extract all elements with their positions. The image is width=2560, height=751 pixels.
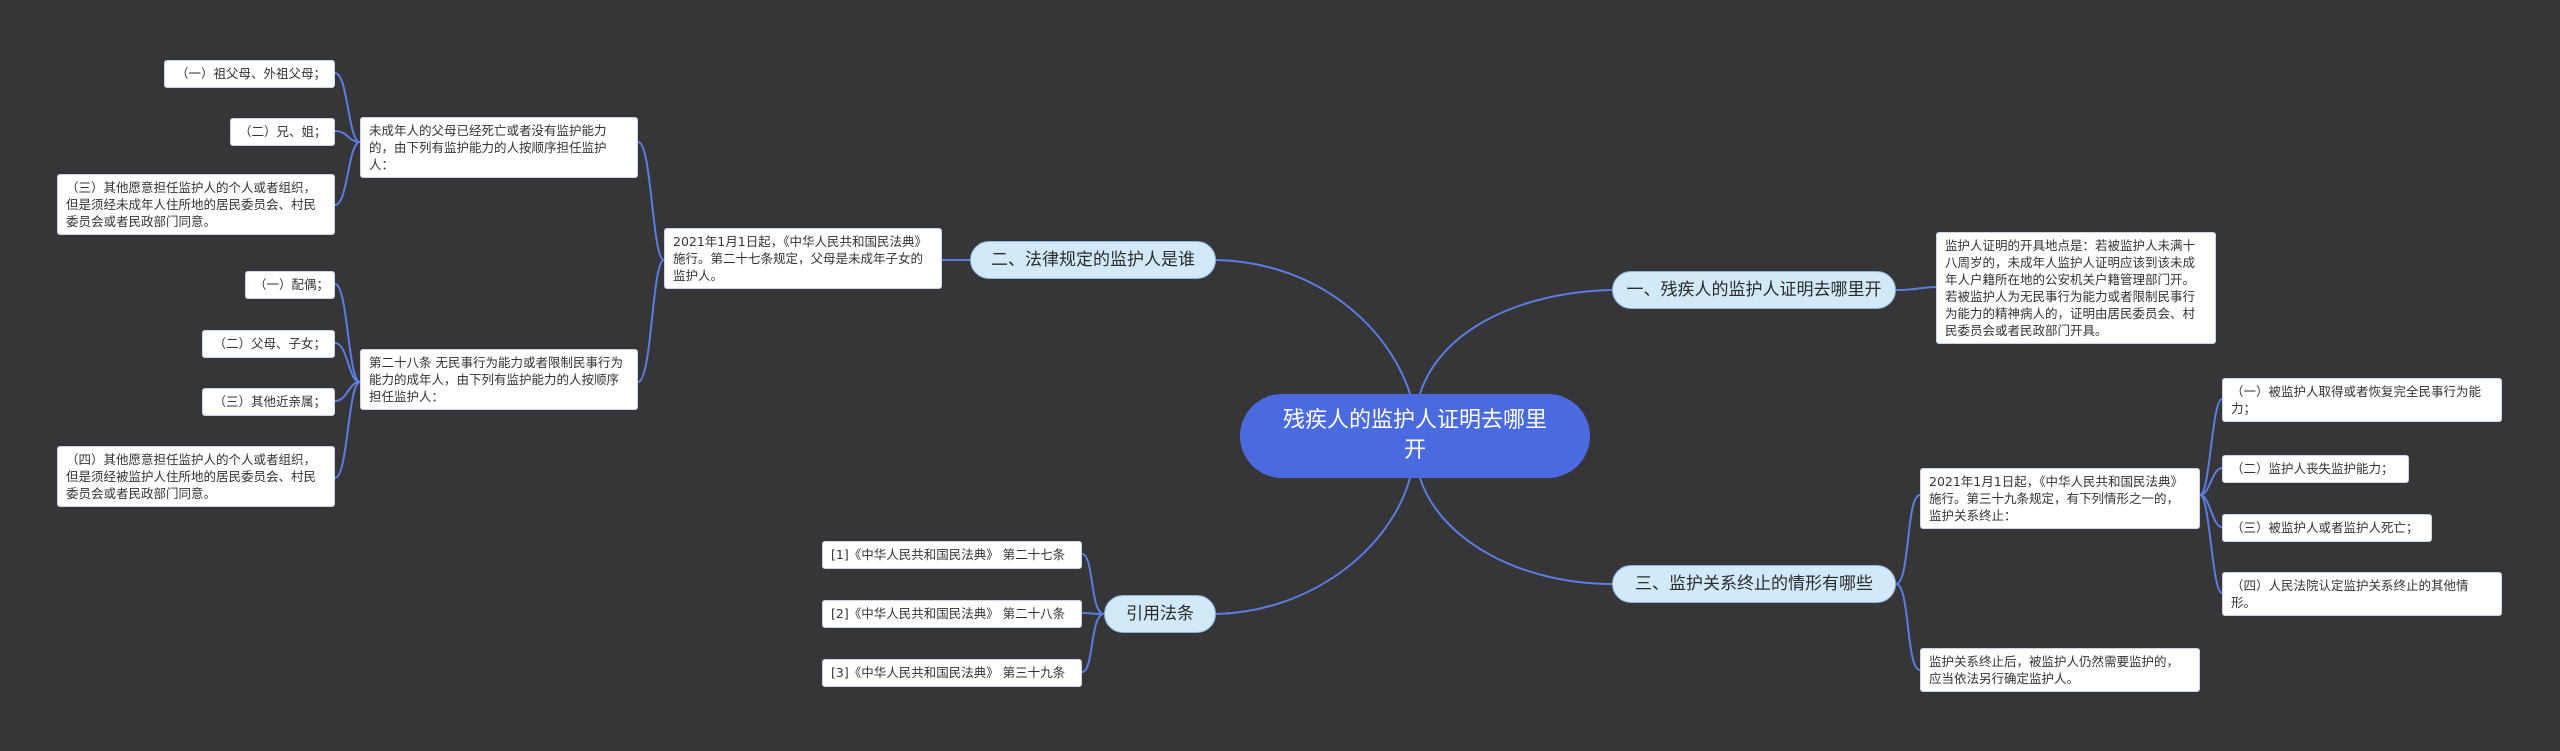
branch-certificate-location[interactable]: 一、残疾人的监护人证明去哪里开 [1612,271,1896,309]
link-main-i1 [2199,398,2223,496]
leaf-article-39[interactable]: 2021年1月1日起，《中华人民共和国民法典》施行。第三十九条规定，有下列情形之… [1920,468,2200,529]
leaf-item[interactable]: （四）其他愿意担任监护人的个人或者组织，但是须经被监护人住所地的居民委员会、村民… [57,446,335,507]
leaf-text: [2]《中华人民共和国民法典》 第二十八条 [831,606,1066,621]
branch-legal-guardian[interactable]: 二、法律规定的监护人是谁 [970,241,1216,279]
leaf-termination-item[interactable]: （一）被监护人取得或者恢复完全民事行为能力； [2222,378,2502,422]
link-b1-leaf [1895,286,1937,291]
link-g1-i1 [334,72,361,143]
leaf-item[interactable]: （三）其他近亲属； [202,388,335,416]
leaf-text: （二）父母、子女； [213,336,326,351]
branch-label: 一、残疾人的监护人证明去哪里开 [1626,280,1882,300]
leaf-text: 监护关系终止后，被监护人仍然需要监护的，应当依法另行确定监护人。 [1929,654,2180,686]
branch-label: 三、监护关系终止的情形有哪些 [1635,574,1873,594]
link-g2-i4 [334,381,361,479]
link-g2-i2 [334,342,361,383]
leaf-text: 2021年1月1日起，《中华人民共和国民法典》施行。第三十九条规定，有下列情形之… [1929,474,2183,523]
leaf-item[interactable]: （一）祖父母、外祖父母； [164,60,335,88]
leaf-after-termination[interactable]: 监护关系终止后，被监护人仍然需要监护的，应当依法另行确定监护人。 [1920,648,2200,692]
link-root-b4 [1215,477,1411,615]
link-b3-after [1895,583,1921,671]
leaf-termination-item[interactable]: （四）人民法院认定监护关系终止的其他情形。 [2222,572,2502,616]
branch-cited-laws[interactable]: 引用法条 [1104,595,1216,633]
link-main-g2 [637,259,665,383]
leaf-text: 第二十八条 无民事行为能力或者限制民事行为能力的成年人，由下列有监护能力的人按顺… [369,355,623,404]
leaf-text: 监护人证明的开具地点是：若被监护人未满十八周岁的，未成年人监护人证明应该到该未成… [1945,238,2196,338]
leaf-text: （三）被监护人或者监护人死亡； [2231,520,2419,535]
link-main-i2 [2199,467,2223,496]
branch-guardianship-termination[interactable]: 三、监护关系终止的情形有哪些 [1612,565,1896,603]
leaf-text: （二）兄、姐； [239,124,327,139]
leaf-citation[interactable]: [1]《中华人民共和国民法典》 第二十七条 [822,541,1082,569]
leaf-text: [3]《中华人民共和国民法典》 第三十九条 [831,665,1066,680]
leaf-text: （三）其他近亲属； [213,394,326,409]
leaf-item[interactable]: （一）配偶； [245,271,335,299]
link-g1-i2 [334,130,361,143]
leaf-item[interactable]: （二）兄、姐； [230,118,335,146]
leaf-termination-item[interactable]: （二）监护人丧失监护能力； [2222,455,2409,483]
link-b3-main [1895,494,1921,585]
leaf-text: （四）人民法院认定监护关系终止的其他情形。 [2231,578,2469,610]
leaf-item[interactable]: （二）父母、子女； [202,330,335,358]
link-main-i4 [2199,494,2223,594]
branch-label: 引用法条 [1126,604,1194,624]
leaf-minor-guardians[interactable]: 未成年人的父母已经死亡或者没有监护能力的，由下列有监护能力的人按顺序担任监护人： [360,117,638,178]
leaf-article-28[interactable]: 第二十八条 无民事行为能力或者限制民事行为能力的成年人，由下列有监护能力的人按顺… [360,349,638,410]
link-g2-i1 [334,283,361,383]
leaf-text: （二）监护人丧失监护能力； [2231,461,2394,476]
leaf-text: （一）配偶； [254,277,330,292]
leaf-item[interactable]: （三）其他愿意担任监护人的个人或者组织，但是须经未成年人住所地的居民委员会、村民… [57,174,335,235]
root-topic[interactable]: 残疾人的监护人证明去哪里开 [1240,394,1590,478]
link-root-b2 [1215,259,1411,395]
link-b4-i3 [1081,613,1105,673]
leaf-text: [1]《中华人民共和国民法典》 第二十七条 [831,547,1066,562]
leaf-text: 2021年1月1日起，《中华人民共和国民法典》施行。第二十七条规定，父母是未成年… [673,234,927,283]
link-main-g1 [637,141,665,261]
leaf-text: （一）被监护人取得或者恢复完全民事行为能力； [2231,384,2482,416]
link-b4-i2 [1081,612,1105,615]
branch-label: 二、法律规定的监护人是谁 [991,250,1195,270]
leaf-certificate-detail[interactable]: 监护人证明的开具地点是：若被监护人未满十八周岁的，未成年人监护人证明应该到该未成… [1936,232,2216,344]
link-root-b3 [1419,477,1613,585]
link-b4-i1 [1081,553,1105,615]
leaf-text: 未成年人的父母已经死亡或者没有监护能力的，由下列有监护能力的人按顺序担任监护人： [369,123,607,172]
root-topic-label: 残疾人的监护人证明去哪里开 [1282,408,1547,463]
link-g1-i3 [334,141,361,206]
link-root-b1 [1419,289,1613,395]
leaf-citation[interactable]: [2]《中华人民共和国民法典》 第二十八条 [822,600,1082,628]
leaf-citation[interactable]: [3]《中华人民共和国民法典》 第三十九条 [822,659,1082,687]
leaf-text: （四）其他愿意担任监护人的个人或者组织，但是须经被监护人住所地的居民委员会、村民… [66,452,317,501]
leaf-termination-item[interactable]: （三）被监护人或者监护人死亡； [2222,514,2432,542]
leaf-text: （一）祖父母、外祖父母； [175,66,326,81]
leaf-article-27[interactable]: 2021年1月1日起，《中华人民共和国民法典》施行。第二十七条规定，父母是未成年… [664,228,942,289]
leaf-text: （三）其他愿意担任监护人的个人或者组织，但是须经未成年人住所地的居民委员会、村民… [66,180,317,229]
